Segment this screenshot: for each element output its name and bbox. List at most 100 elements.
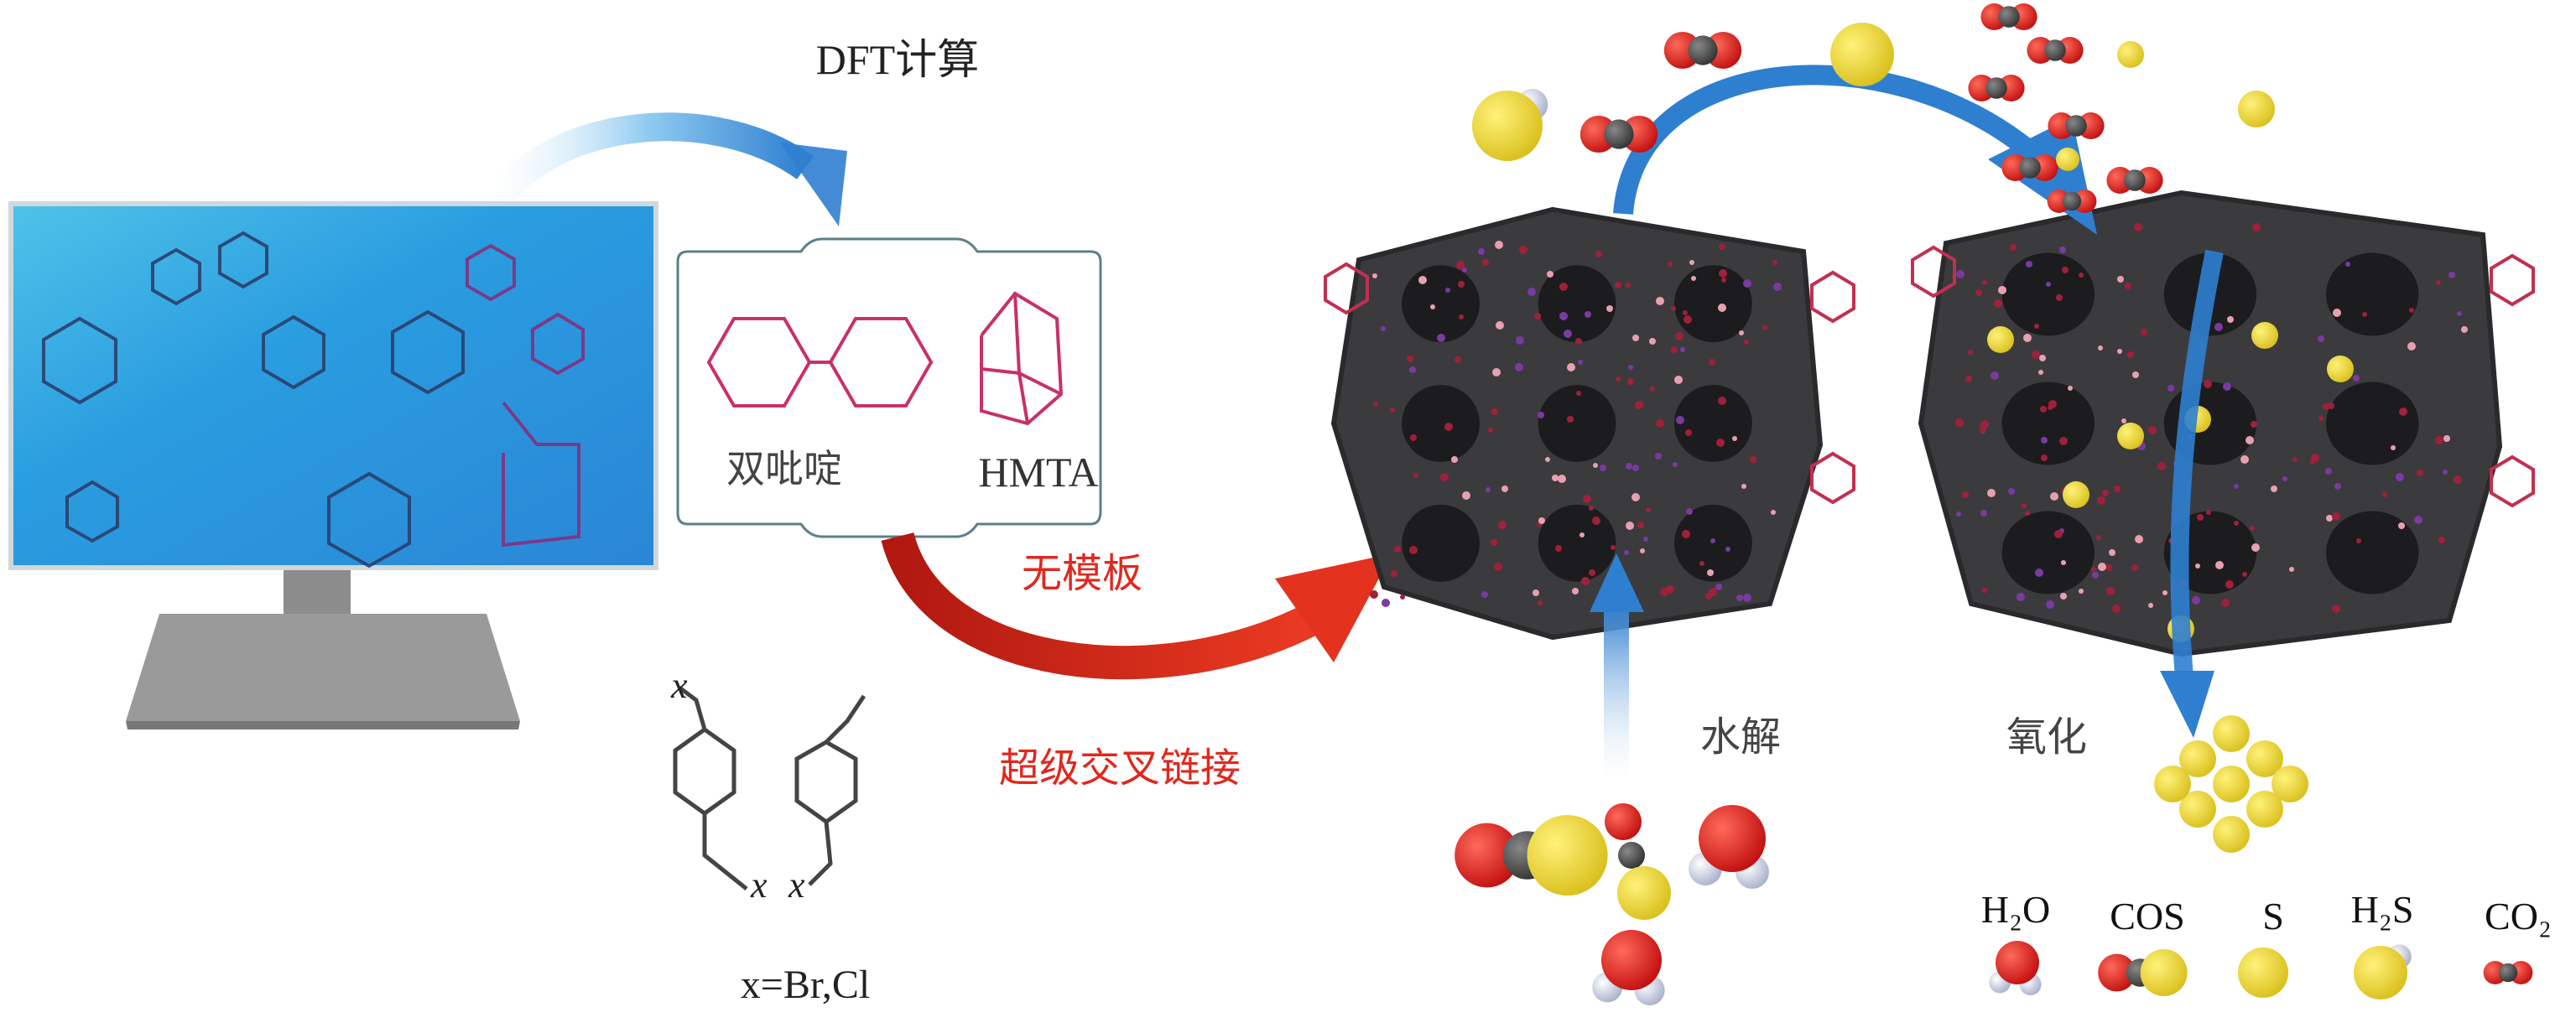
functional-group-dot xyxy=(1459,314,1464,319)
functional-group-dot xyxy=(2041,437,2048,444)
functional-group-dot xyxy=(2025,511,2030,516)
functional-group-dot xyxy=(2398,522,2405,529)
hmta-label: HMTA xyxy=(978,449,1098,496)
computer-monitor-icon xyxy=(8,201,658,729)
pendant-group-icon xyxy=(1911,245,1956,299)
ring-structure-icon xyxy=(151,247,201,306)
ring-structure-icon xyxy=(262,314,325,390)
functional-group-dot xyxy=(1494,563,1502,571)
functional-group-dot xyxy=(1409,366,1416,373)
gas-flow-arrow xyxy=(1613,65,2097,235)
carbon-atom xyxy=(2062,191,2082,211)
functional-group-dot xyxy=(1626,522,1634,530)
functional-group-dot xyxy=(1595,251,1602,257)
functional-group-dot xyxy=(1962,491,1969,498)
functional-group-dot xyxy=(1750,456,1756,463)
functional-group-dot xyxy=(1589,506,1594,511)
sulfur-atom-icon xyxy=(2238,91,2275,127)
functional-group-dot xyxy=(1707,569,1714,576)
functional-group-dot xyxy=(2227,316,2234,323)
oxygen-atom xyxy=(1605,803,1642,840)
functional-group-dot xyxy=(2068,386,2073,391)
sulfur-atom-icon xyxy=(2213,816,2250,853)
functional-group-dot xyxy=(2382,492,2387,497)
hypercrosslink-label: 超级交叉链接 xyxy=(999,745,1241,792)
functional-group-dot xyxy=(2060,593,2067,600)
functional-group-dot xyxy=(2061,560,2066,565)
carbon-atom xyxy=(1604,119,1634,149)
functional-group-dot xyxy=(1691,276,1696,281)
functional-group-dot xyxy=(1635,401,1643,409)
functional-group-dot xyxy=(2059,247,2066,253)
sulfur-atom-icon xyxy=(2246,740,2283,777)
oxygen-atom xyxy=(1996,941,2039,984)
functional-group-dot xyxy=(2135,535,2143,543)
functional-group-dot xyxy=(2022,503,2027,508)
functional-group-dot xyxy=(1632,465,1639,471)
functional-group-dot xyxy=(2098,563,2106,571)
functional-group-dot xyxy=(2356,538,2361,543)
functional-group-dot xyxy=(1391,570,1397,577)
hydrolysis-arrow xyxy=(1590,553,1644,780)
functional-group-dot xyxy=(2443,470,2448,475)
functional-group-dot xyxy=(2048,400,2057,408)
functional-group-dot xyxy=(2334,483,2341,490)
functional-group-dot xyxy=(1732,436,1737,441)
pore xyxy=(2326,511,2419,594)
functional-group-dot xyxy=(1956,511,1961,517)
functional-group-dot xyxy=(1572,588,1579,594)
functional-group-dot xyxy=(2318,335,2324,342)
carbon-atom xyxy=(2498,963,2518,983)
functional-group-dot xyxy=(1965,376,1972,382)
functional-group-dot xyxy=(1567,363,1575,371)
functional-group-dot xyxy=(1716,439,1725,447)
functional-group-dot xyxy=(1593,463,1598,468)
functional-group-dot xyxy=(2046,282,2051,287)
functional-group-dot xyxy=(2062,267,2069,273)
functional-group-dot xyxy=(1671,306,1676,311)
functional-group-dot xyxy=(2323,403,2329,410)
functional-group-dot xyxy=(2109,549,2115,556)
functional-group-dot xyxy=(1501,485,1508,492)
functional-group-dot xyxy=(1968,350,1973,355)
functional-group-dot xyxy=(1655,453,1662,459)
functional-group-dot xyxy=(2148,603,2153,608)
functional-group-dot xyxy=(2333,309,2341,317)
oxidation-arrow xyxy=(2160,249,2224,738)
functional-group-dot xyxy=(2050,492,2058,501)
functional-group-dot xyxy=(1773,283,1782,291)
functional-group-dot xyxy=(1390,408,1395,413)
functional-group-dot xyxy=(2234,521,2239,526)
functional-group-dot xyxy=(2079,273,2084,278)
functional-group-dot xyxy=(1710,538,1715,543)
functional-group-dot xyxy=(1488,428,1493,433)
functional-group-dot xyxy=(1455,356,1461,363)
sulfur-atom-icon xyxy=(2179,740,2216,777)
functional-group-dot xyxy=(1709,359,1715,366)
functional-group-dot xyxy=(1994,299,2002,308)
template-free-label: 无模板 xyxy=(1022,550,1142,597)
pore xyxy=(1538,504,1616,582)
functional-group-dot xyxy=(2096,535,2101,540)
functional-group-dot xyxy=(1743,594,1751,602)
pore xyxy=(2001,382,2095,465)
functional-group-dot xyxy=(1975,289,1982,296)
functional-group-dot xyxy=(2391,445,2396,450)
pendant-group-icon xyxy=(2490,253,2535,307)
functional-group-dot xyxy=(2332,512,2340,521)
functional-group-dot xyxy=(2032,350,2040,359)
functional-group-dot xyxy=(2112,605,2121,613)
functional-group-dot xyxy=(1628,365,1633,370)
functional-group-dot xyxy=(1671,346,1678,353)
oxygen-atom xyxy=(1455,823,1519,888)
sulfur-atom xyxy=(1472,91,1543,161)
functional-group-dot xyxy=(2325,468,2332,475)
bipyridine-structure-icon xyxy=(706,317,934,408)
functional-group-dot xyxy=(2195,563,2200,569)
functional-group-dot xyxy=(1987,489,1996,497)
functional-group-dot xyxy=(1675,332,1684,340)
functional-group-dot xyxy=(1699,561,1704,566)
functional-group-dot xyxy=(2436,280,2441,285)
reactant-molecules xyxy=(1455,803,1769,1005)
functional-group-dot xyxy=(2328,402,2334,409)
